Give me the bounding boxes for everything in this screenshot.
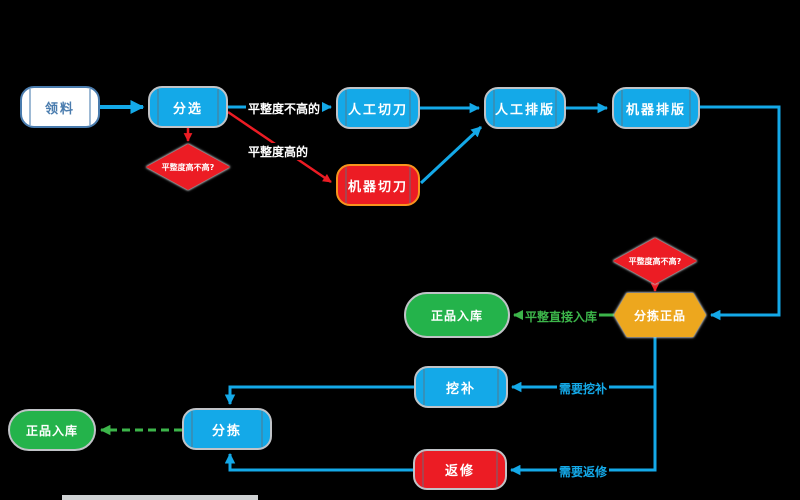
node-zhengpin-ruku-top[interactable]: 正品入库 [404, 292, 510, 338]
node-fenjian[interactable]: 分拣 [182, 408, 272, 450]
horizontal-scrollbar[interactable] [62, 495, 258, 500]
node-jiqi-qiedao[interactable]: 机器切刀 [336, 164, 420, 206]
edge-jiqipaiban-fenjianzhengpin [700, 105, 781, 321]
flatness-check-2-shape: 平整度高不高? [613, 238, 697, 284]
edge-label-need-wabu: 需要挖补 [557, 380, 610, 397]
edge-fenjianzhengpin-fanxiu [509, 387, 657, 476]
flatness-check-1-shape: 平整度高不高? [146, 144, 230, 190]
edge-jiqiqiedao-rengongpaiban [419, 125, 483, 185]
node-wabu-label: 挖补 [445, 381, 476, 397]
node-rengong-paiban-label: 人工排版 [494, 102, 555, 118]
node-fenxuan-label: 分选 [172, 101, 203, 117]
node-zhengpin-ruku-top-label: 正品入库 [430, 308, 483, 323]
node-fenjian-zhengpin[interactable]: 分拣正品 [614, 293, 706, 337]
node-flatness-check-2[interactable]: 平整度高不高? [613, 238, 697, 284]
node-fanxiu-label: 返修 [444, 464, 475, 479]
edge-label-flat-not-high: 平整度不高的 [246, 100, 323, 117]
node-jiqi-qiedao-label: 机器切刀 [347, 179, 408, 195]
edge-wabu-fenjian [224, 385, 414, 406]
node-zhengpin-ruku-bottom-label: 正品入库 [25, 423, 78, 438]
node-jiqi-paiban-label: 机器排版 [625, 102, 686, 118]
node-wabu[interactable]: 挖补 [414, 366, 508, 408]
flatness-check-2-label: 平整度高不高? [628, 256, 682, 266]
node-jiqi-paiban[interactable]: 机器排版 [612, 87, 700, 129]
fenjian-zhengpin-shape: 分拣正品 [614, 293, 706, 337]
node-fenxuan[interactable]: 分选 [148, 86, 228, 128]
edge-label-need-fanxiu: 需要返修 [557, 463, 610, 480]
node-fanxiu[interactable]: 返修 [413, 449, 507, 490]
node-rengong-paiban[interactable]: 人工排版 [484, 87, 566, 129]
node-rengong-qiedao-label: 人工切刀 [347, 102, 408, 118]
flatness-check-1-label: 平整度高不高? [161, 162, 215, 172]
node-zhengpin-ruku-bottom[interactable]: 正品入库 [8, 409, 96, 451]
node-flatness-check-1[interactable]: 平整度高不高? [146, 144, 230, 190]
node-rengong-qiedao[interactable]: 人工切刀 [336, 87, 420, 129]
node-fenjian-label: 分拣 [211, 423, 242, 439]
edge-label-flat-high: 平整度高的 [246, 143, 311, 160]
node-lingliao-label: 领料 [44, 101, 75, 117]
edge-fanxiu-fenjian [224, 452, 413, 472]
node-fenjian-zhengpin-label: 分拣正品 [633, 308, 686, 323]
edge-label-flat-direct-to-storage: 平整直接入库 [523, 308, 600, 325]
node-lingliao[interactable]: 领料 [20, 86, 100, 128]
